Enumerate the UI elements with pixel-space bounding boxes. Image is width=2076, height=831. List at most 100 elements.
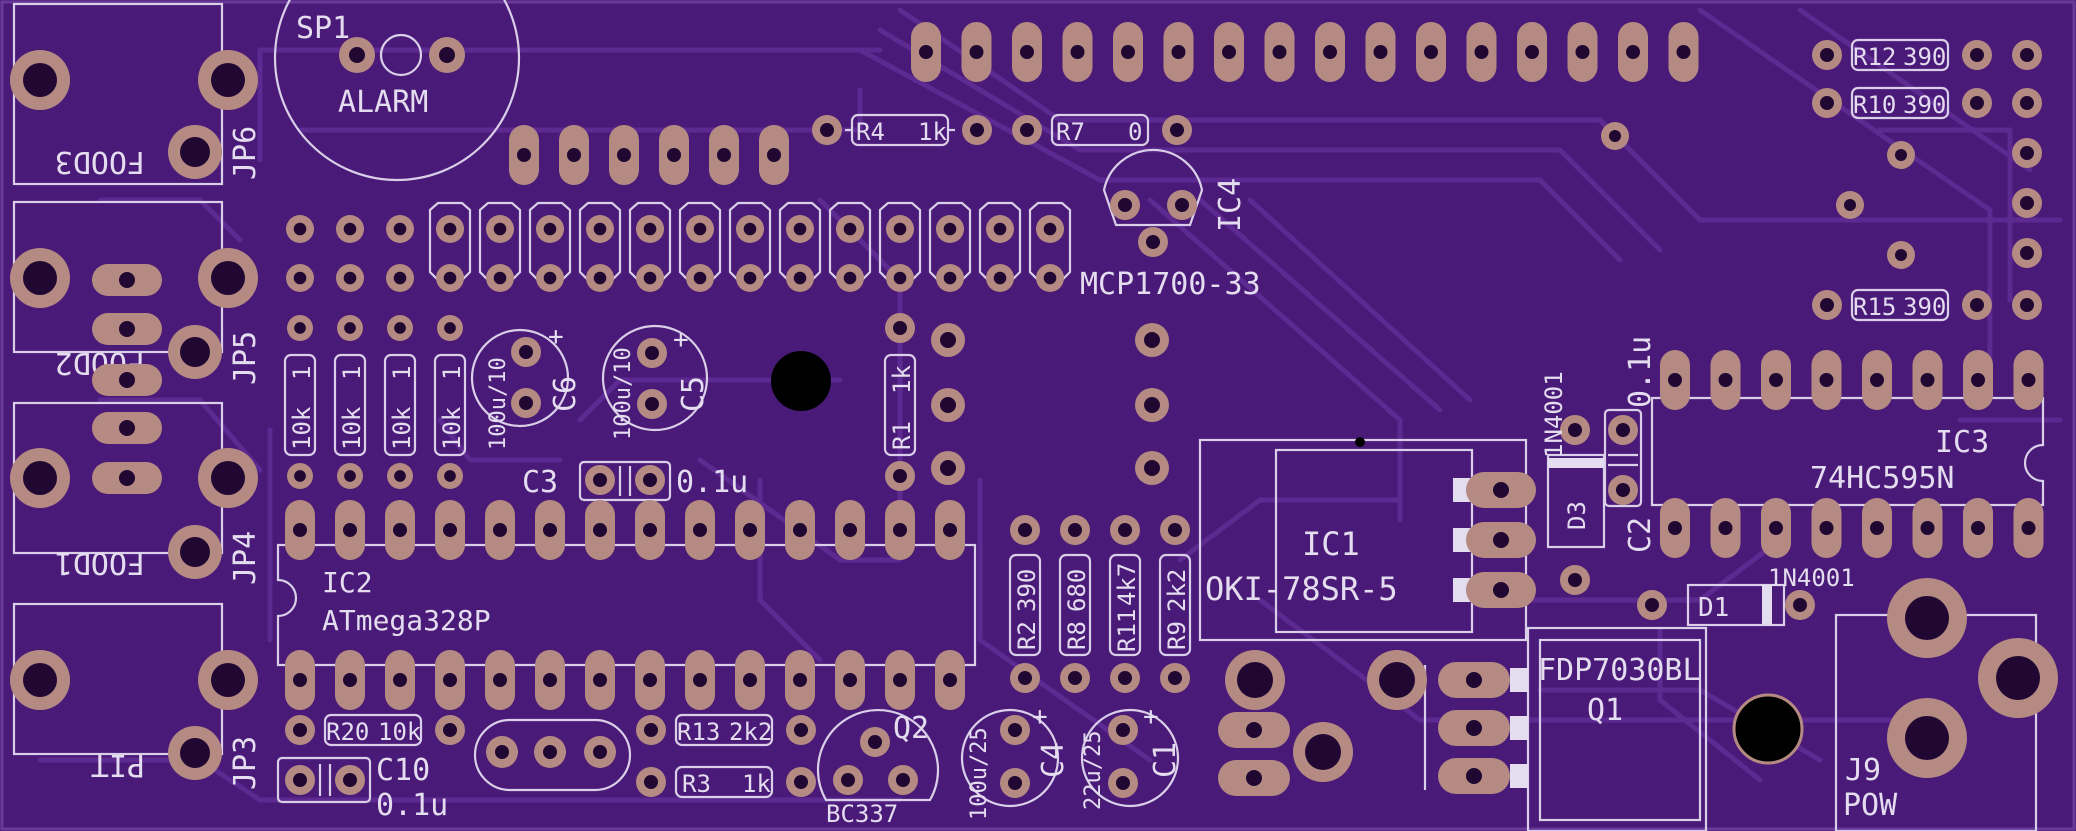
double-header-pin-pair [728,201,772,292]
ic3-pin [1660,350,1690,410]
ic3-pin [1912,350,1943,410]
r15-label: R15 [1853,293,1896,321]
resistor-r11: R11 4k7 [1108,515,1142,693]
jp4-label: JP4 [228,531,263,585]
header-pin [559,125,589,185]
r13-label: R13 [677,718,720,746]
ic2-pin [335,650,365,710]
capacitor-c5: + C5 100u/10 [601,324,711,440]
misc-pads-mid [931,122,1915,485]
header-pin [1264,22,1295,82]
ic2-pin [285,500,315,560]
r2-value: 390 [1013,569,1041,612]
crystal [473,718,632,792]
double-header-pin-pair [428,201,472,292]
header-pin [436,264,464,292]
r10-value: 390 [1903,91,1946,119]
capacitor-c6: + C6 100u/10 [470,322,583,450]
mosfet-q1: FDP7030BL Q1 [1423,626,1708,831]
resistor-r20: R20 10k [285,713,465,747]
header-pin [986,264,1014,292]
r8-label: R8 [1063,621,1091,650]
r1-value: 1k [888,365,916,394]
sp1-label: SP1 [296,11,350,46]
header-pin [1214,22,1244,82]
ic2-pin [685,500,715,560]
ic1-value: OKI-78SR-5 [1205,570,1398,608]
header-pin [1315,22,1345,82]
resistor-r10: R10 390 [1812,86,2042,120]
ic2-pin [485,500,515,560]
ic3-label: IC3 [1935,425,1989,460]
resistor-r8: R8 680 [1058,515,1092,693]
double-header-pin-pair [528,201,572,292]
ic2-pin [385,650,415,710]
pullup-label: 1 [288,366,316,380]
resistor-r4: R4 1k [812,113,992,147]
ic2-pin [635,650,665,710]
transistor-q2: Q2 BC337 [816,709,940,828]
header-pin [509,125,539,185]
c10-label: C10 [376,753,430,788]
jp3-label: JP3 [228,736,263,790]
mounting-hole-2 [1732,693,1804,765]
capacitor-c1: + C1 22u/25 [1080,702,1183,810]
power-switch-pads [1218,650,1427,796]
d1-part: 1N4001 [1768,564,1855,592]
capacitor-c2: C2 0.1u [1603,336,1658,553]
ic3-pin [1963,498,1993,558]
ic3-pin [1811,498,1842,558]
d3-part: 1N4001 [1540,371,1568,458]
q2-value: BC337 [826,800,898,828]
c1-label: C1 [1148,742,1183,778]
r20-label: R20 [326,718,369,746]
r9-value: 2k2 [1163,569,1191,612]
header-pin [386,215,414,243]
ic2-pin [685,650,715,710]
resistor-r13: R13 2k2 [636,713,816,747]
pullup-label: 1 [438,366,466,380]
resistor-r7: R7 0 [1012,113,1192,147]
double-header-pin-pair [928,201,972,292]
ic2-pin [385,500,415,560]
ic3-pin [1710,498,1741,558]
right-column-pads [2012,138,2042,268]
q2-label: Q2 [893,711,929,746]
header-pin [1517,22,1547,82]
ic2-pin [735,650,765,710]
ic2-pin [835,650,865,710]
header-pin [786,264,814,292]
ic2-pin [435,650,465,710]
header-pin [1163,22,1194,82]
header-pin [786,215,814,243]
header-pin [286,264,314,292]
resistor-r15: R15 390 [1812,288,2042,322]
r7-value: 0 [1128,118,1142,146]
ic3-pin [1761,350,1791,410]
r3-value: 1k [742,770,771,798]
header-left-row [509,125,789,185]
header-pin [536,264,564,292]
ic2-pin [285,650,315,710]
pullup-label: 1 [388,366,416,380]
ic3-pin [1912,498,1943,558]
ic3-pin [1761,498,1791,558]
ic2-pin [935,500,965,560]
ic3-pin [1862,350,1892,410]
c4-value: 100u/25 [967,727,992,820]
resistor-pad [437,315,463,341]
c5-label: C5 [676,376,711,412]
ic2-value: ATmega328P [322,604,491,637]
header-pin [586,215,614,243]
header-pin [486,264,514,292]
diode-d1: D1 1N4001 [1637,564,1855,627]
header-pin [736,264,764,292]
c3-value: 0.1u [676,465,748,500]
header-pin [686,264,714,292]
fdp7030-label: FDP7030BL [1538,653,1701,688]
pullup-value: 10k [338,406,366,450]
ic2-pin [335,500,365,560]
header-pin [636,264,664,292]
